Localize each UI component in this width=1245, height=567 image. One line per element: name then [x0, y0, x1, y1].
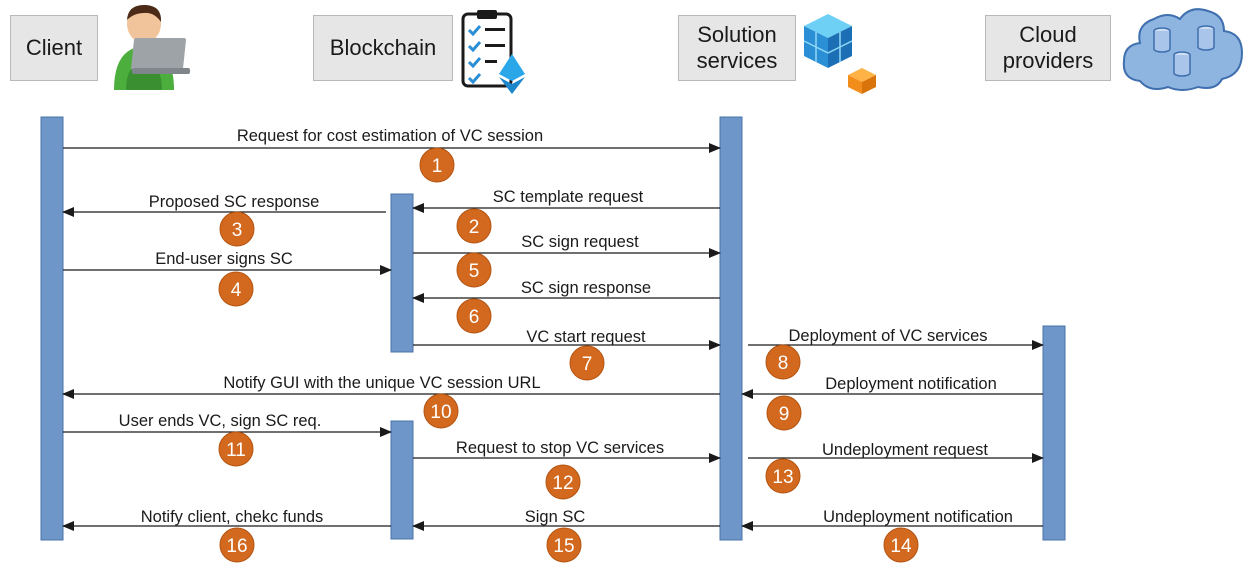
actor-solution-services: Solution services [678, 15, 796, 81]
step-badge-14: 14 [883, 527, 919, 563]
svg-text:13: 13 [772, 467, 793, 488]
svg-text:2: 2 [469, 217, 480, 238]
lifeline-blockchain-activation-1 [390, 193, 414, 353]
step-badge-16: 16 [219, 527, 255, 563]
svg-text:8: 8 [778, 353, 789, 374]
svg-text:1: 1 [432, 156, 443, 177]
svg-text:11: 11 [226, 440, 246, 461]
step-badge-2: 2 [456, 208, 492, 244]
cloud-database-icon [1122, 8, 1244, 91]
step-badge-10: 10 [423, 393, 459, 429]
lifeline-solution-services [719, 116, 743, 541]
actor-cloud-label-2: providers [1002, 48, 1094, 73]
actor-solution-label-1: Solution [697, 22, 777, 47]
step-badge-11: 11 [218, 431, 254, 467]
message-16-label: Notify client, chekc funds [141, 508, 324, 526]
step-badge-12: 12 [545, 464, 581, 500]
lifeline-client [40, 116, 64, 541]
message-2-label: SC template request [493, 188, 644, 206]
svg-text:15: 15 [553, 536, 574, 557]
actor-client: Client [10, 15, 98, 81]
message-10-label: Notify GUI with the unique VC session UR… [223, 374, 540, 392]
message-13-label: Undeployment request [822, 441, 988, 459]
step-badge-9: 9 [766, 395, 802, 431]
cube-stack-icon [803, 14, 876, 94]
svg-text:6: 6 [469, 307, 480, 328]
svg-text:16: 16 [226, 536, 247, 557]
actor-solution-label-2: services [696, 48, 778, 73]
step-badge-13: 13 [765, 458, 801, 494]
message-8-label: Deployment of VC services [789, 327, 988, 345]
svg-text:9: 9 [779, 404, 790, 425]
svg-text:10: 10 [430, 402, 451, 423]
svg-text:7: 7 [582, 354, 593, 375]
svg-text:4: 4 [231, 280, 242, 301]
step-badge-1: 1 [419, 147, 455, 183]
step-badge-3: 3 [219, 211, 255, 247]
message-9-label: Deployment notification [825, 375, 997, 393]
step-badge-6: 6 [456, 298, 492, 334]
message-6-label: SC sign response [521, 279, 651, 297]
svg-text:12: 12 [552, 473, 573, 494]
step-badge-7: 7 [569, 345, 605, 381]
message-1-label: Request for cost estimation of VC sessio… [237, 127, 543, 145]
message-15-label: Sign SC [525, 508, 586, 526]
message-3-label: Proposed SC response [149, 193, 320, 211]
svg-text:5: 5 [469, 261, 480, 282]
actor-blockchain-label: Blockchain [329, 35, 437, 60]
message-14-label: Undeployment notification [823, 508, 1013, 526]
step-badge-15: 15 [546, 527, 582, 563]
actor-client-label: Client [25, 35, 83, 60]
lifeline-blockchain-activation-2 [390, 420, 414, 540]
message-4-label: End-user signs SC [155, 250, 293, 268]
actor-cloud-providers: Cloud providers [985, 15, 1111, 81]
step-badge-5: 5 [456, 252, 492, 288]
message-11-label: User ends VC, sign SC req. [119, 412, 322, 430]
svg-text:3: 3 [232, 220, 243, 241]
step-badge-8: 8 [765, 344, 801, 380]
actor-cloud-label-1: Cloud [1019, 22, 1077, 47]
user-laptop-icon [114, 4, 190, 90]
message-5-label: SC sign request [521, 233, 639, 251]
step-badge-4: 4 [218, 271, 254, 307]
message-7-label: VC start request [526, 328, 646, 346]
checklist-ethereum-icon [461, 10, 525, 94]
lifeline-cloud-providers [1042, 325, 1066, 541]
actor-blockchain: Blockchain [313, 15, 453, 81]
svg-text:14: 14 [890, 536, 912, 557]
message-12-label: Request to stop VC services [456, 439, 664, 457]
